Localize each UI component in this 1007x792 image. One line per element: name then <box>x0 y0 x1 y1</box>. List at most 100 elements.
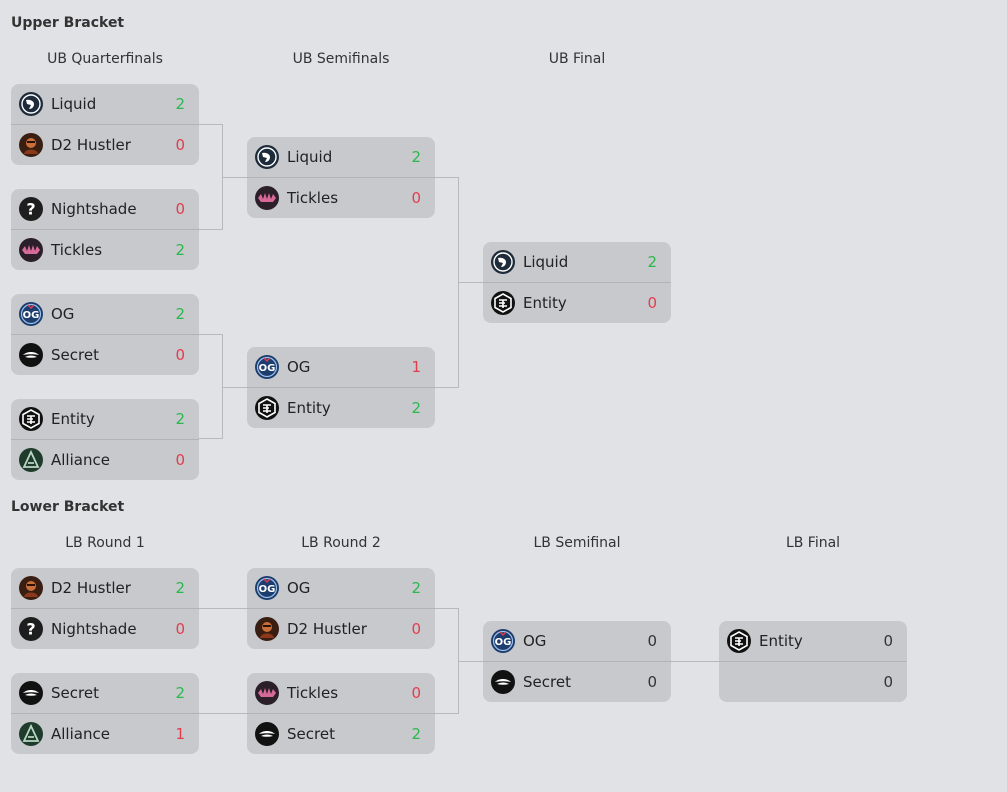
team-row[interactable]: Secret 2 <box>247 713 435 754</box>
team-score: 0 <box>883 632 893 650</box>
connector-ubsf <box>435 177 459 388</box>
team-name: Nightshade <box>51 620 137 638</box>
team-name: Secret <box>287 725 335 743</box>
team-score: 2 <box>411 148 421 166</box>
entity-logo-icon <box>491 291 515 315</box>
team-score: 0 <box>411 620 421 638</box>
team-row[interactable]: 0 <box>719 661 907 702</box>
team-name: Alliance <box>51 451 110 469</box>
round-title-lb-round-1: LB Round 1 <box>65 535 145 551</box>
team-name: Nightshade <box>51 200 137 218</box>
match-card[interactable]: Tickles 0 Secret 2 <box>247 673 435 754</box>
team-score: 0 <box>647 294 657 312</box>
team-score: 2 <box>411 399 421 417</box>
team-name: Secret <box>51 684 99 702</box>
team-row[interactable]: Alliance 0 <box>11 439 199 480</box>
svg-text:OG: OG <box>259 584 276 595</box>
team-score: 1 <box>175 725 185 743</box>
team-score: 2 <box>175 305 185 323</box>
team-row[interactable]: D2 Hustler 2 <box>11 568 199 608</box>
team-score: 0 <box>175 451 185 469</box>
match-card[interactable]: Entity 0 0 <box>719 621 907 702</box>
team-score: 1 <box>411 358 421 376</box>
round-title-ub-final: UB Final <box>548 51 606 67</box>
team-name: Entity <box>287 399 331 417</box>
team-name: Alliance <box>51 725 110 743</box>
team-name: D2 Hustler <box>51 136 131 154</box>
team-score: 2 <box>175 95 185 113</box>
secret-logo-icon <box>255 722 279 746</box>
d2-hustler-logo-icon <box>255 617 279 641</box>
team-score: 0 <box>647 632 657 650</box>
team-name: Entity <box>523 294 567 312</box>
team-name: D2 Hustler <box>287 620 367 638</box>
team-row[interactable]: D2 Hustler 0 <box>247 608 435 649</box>
secret-logo-icon <box>19 681 43 705</box>
tickles-logo-icon <box>255 186 279 210</box>
match-card[interactable]: Secret 2 Alliance 1 <box>11 673 199 754</box>
team-score: 2 <box>175 579 185 597</box>
lower-bracket-title: Lower Bracket <box>11 499 125 515</box>
team-name: Entity <box>759 632 803 650</box>
match-card[interactable]: OG OG 1 Entity 2 <box>247 347 435 428</box>
svg-text:OG: OG <box>259 363 276 374</box>
team-row[interactable]: Secret 2 <box>11 673 199 713</box>
secret-logo-icon <box>491 670 515 694</box>
team-score: 2 <box>175 684 185 702</box>
team-row[interactable]: OG OG 1 <box>247 347 435 387</box>
liquid-logo-icon <box>491 250 515 274</box>
team-row[interactable]: Tickles 0 <box>247 673 435 713</box>
team-name: Liquid <box>287 148 333 166</box>
team-score: 0 <box>411 684 421 702</box>
team-name: Tickles <box>287 684 339 702</box>
team-row[interactable]: Entity 0 <box>483 282 671 323</box>
team-name: D2 Hustler <box>51 579 131 597</box>
svg-text:OG: OG <box>495 637 512 648</box>
svg-text:OG: OG <box>23 310 40 321</box>
team-score: 2 <box>175 410 185 428</box>
entity-logo-icon <box>19 407 43 431</box>
connector-lbr2 <box>435 608 459 714</box>
round-title-ub-quarterfinals: UB Quarterfinals <box>47 51 163 67</box>
team-score: 0 <box>175 200 185 218</box>
connector-ubqf-3-4 <box>199 334 223 439</box>
entity-logo-icon <box>255 396 279 420</box>
team-row[interactable]: Alliance 1 <box>11 713 199 754</box>
team-row[interactable]: Liquid 2 <box>247 137 435 177</box>
team-score: 0 <box>647 673 657 691</box>
liquid-logo-icon <box>19 92 43 116</box>
connector-ubqf-1-2 <box>199 124 223 230</box>
og-logo-icon: OG <box>255 576 279 600</box>
alliance-logo-icon <box>19 722 43 746</box>
team-score: 0 <box>883 673 893 691</box>
team-row[interactable]: Entity 2 <box>247 387 435 428</box>
entity-logo-icon <box>727 629 751 653</box>
team-score: 2 <box>411 725 421 743</box>
team-name: OG <box>287 358 311 376</box>
team-score: 0 <box>175 346 185 364</box>
team-row[interactable]: Entity 0 <box>719 621 907 661</box>
round-title-lb-round-2: LB Round 2 <box>301 535 381 551</box>
